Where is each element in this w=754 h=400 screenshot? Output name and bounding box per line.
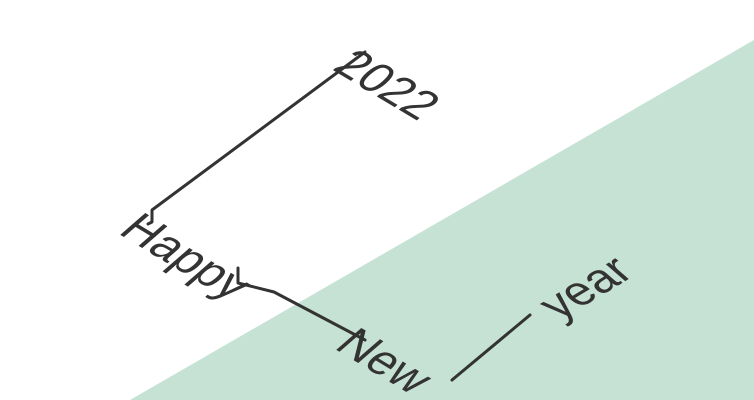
connector-line (146, 50, 367, 226)
connector-line (236, 266, 367, 342)
connector-line (450, 313, 532, 382)
mint-diagonal-band (130, 40, 754, 400)
